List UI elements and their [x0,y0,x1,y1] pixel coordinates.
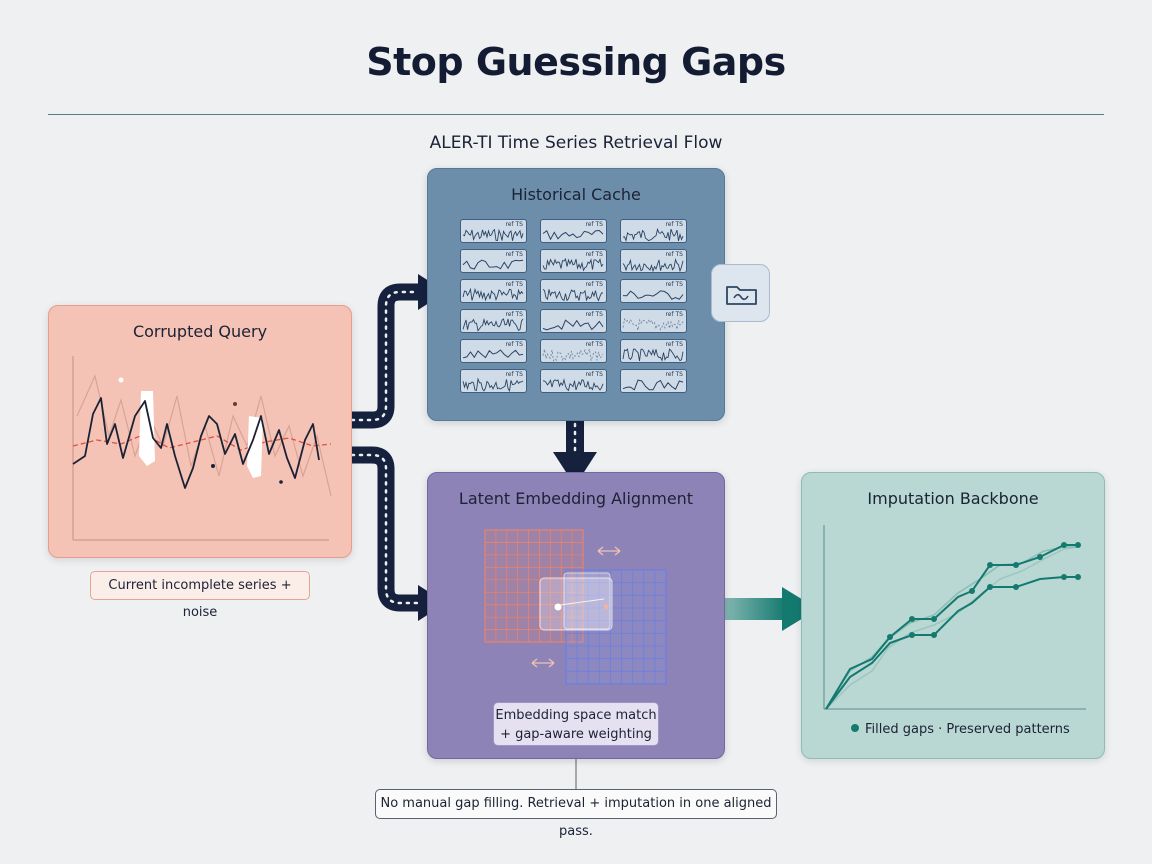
cache-thumbnail-label: ref TS [585,341,603,348]
cache-thumbnail-label: ref TS [665,251,683,258]
cache-series-thumbnail[interactable]: ref TS [540,249,607,273]
corrupted-query-title: Corrupted Query [132,322,268,341]
cache-thumbnail-label: ref TS [505,371,523,378]
cache-series-thumbnail[interactable]: ref TS [620,339,687,363]
imputation-backbone-panel: Imputation Backbone [801,472,1105,759]
cache-thumbnail-label: ref TS [585,251,603,258]
cache-series-thumbnail[interactable]: ref TS [540,279,607,303]
cache-series-thumbnail[interactable]: ref TS [460,309,527,333]
cache-series-thumbnail[interactable]: ref TS [540,369,607,393]
cache-thumbnail-label: ref TS [665,281,683,288]
latent-alignment-title: Latent Embedding Alignment [458,489,694,508]
cache-thumbnail-label: ref TS [505,251,523,258]
backbone-legend-label: Filled gaps · Preserved patterns [865,722,1070,737]
legend-dot-icon [851,724,859,732]
cache-thumbnail-label: ref TS [505,221,523,228]
cache-series-thumbnail[interactable]: ref TS [460,339,527,363]
embedding-grids [484,529,667,685]
latent-alignment-panel: Latent Embedding Alignment [427,472,725,759]
cache-thumbnail-label: ref TS [505,311,523,318]
cache-thumbnail-label: ref TS [665,221,683,228]
cache-series-thumbnail[interactable]: ref TS [540,219,607,243]
cache-series-thumbnail[interactable]: ref TS [620,279,687,303]
cache-thumbnail-label: ref TS [665,311,683,318]
cache-series-thumbnail[interactable]: ref TS [460,279,527,303]
cache-thumbnail-label: ref TS [585,311,603,318]
cache-series-thumbnail[interactable]: ref TS [460,249,527,273]
cache-thumbnail-label: ref TS [585,221,603,228]
noisy-series-plot [72,356,332,541]
cache-series-thumbnail[interactable]: ref TS [620,369,687,393]
footer-note: No manual gap filling. Retrieval + imput… [375,789,777,839]
cache-series-thumbnail[interactable]: ref TS [620,249,687,273]
cache-thumbnail-label: ref TS [665,371,683,378]
arrow-head-to-backbone [782,587,818,631]
diagram-subtitle: ALER-TI Time Series Retrieval Flow [429,133,723,153]
latent-alignment-note: Embedding space match + gap-aware weight… [493,702,659,746]
imputed-point-markers [887,542,1081,640]
swap-arrows-icon [531,658,555,668]
cache-thumbnail-label: ref TS [585,281,603,288]
cache-thumbnail-label: ref TS [505,341,523,348]
arrow-head-to-latent-vertical [553,452,597,486]
corrupted-query-panel: Corrupted Query [48,305,352,558]
cache-series-thumbnail[interactable]: ref TS [540,309,607,333]
title-divider [48,114,1104,115]
latent-note-line1: Embedding space match [495,708,657,723]
corrupted-query-note: Current incomplete series + noise [90,571,310,620]
cache-series-thumbnail[interactable]: ref TS [620,219,687,243]
folder-wave-icon[interactable] [711,264,770,322]
historical-cache-panel: Historical Cache ref TS ref TS ref TS ref T… [427,168,725,421]
cache-series-thumbnail[interactable]: ref TS [460,369,527,393]
swap-arrows-icon [597,546,621,556]
backbone-legend: Filled gaps · Preserved patterns [851,722,1070,737]
imputation-backbone-title: Imputation Backbone [867,489,1039,508]
imputed-series-plot [823,525,1086,710]
cache-thumbnail-label: ref TS [505,281,523,288]
cache-series-thumbnail[interactable]: ref TS [540,339,607,363]
page-title: Stop Guessing Gaps [366,40,786,84]
cache-thumbnail-label: ref TS [665,341,683,348]
cache-series-thumbnail[interactable]: ref TS [460,219,527,243]
latent-note-line2: + gap-aware weighting [500,727,652,742]
historical-cache-title: Historical Cache [511,185,641,204]
cache-thumbnail-label: ref TS [585,371,603,378]
cache-series-thumbnail[interactable]: ref TS [620,309,687,333]
